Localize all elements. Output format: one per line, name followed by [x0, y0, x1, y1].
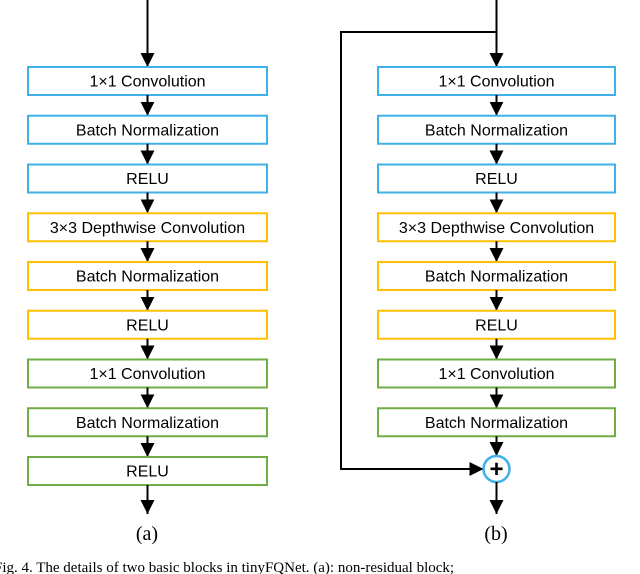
- layer-box: [27, 456, 268, 486]
- layer-label: RELU: [475, 171, 518, 188]
- layer-box: [377, 66, 616, 96]
- layer-label: Batch Normalization: [425, 415, 568, 432]
- layer-box: [377, 407, 616, 438]
- layer-box: [377, 309, 616, 340]
- layer-label: 1×1 Convolution: [438, 366, 554, 383]
- layer-label: RELU: [126, 464, 169, 481]
- layer-block: Batch Normalization: [27, 407, 268, 438]
- layer-label: Batch Normalization: [76, 415, 219, 432]
- layer-box: [377, 358, 616, 389]
- layer-block: Batch Normalization: [377, 407, 616, 438]
- layer-box: [27, 309, 268, 340]
- layer-label: Batch Normalization: [76, 269, 219, 286]
- layer-block: RELU: [27, 456, 268, 486]
- layer-box: [377, 261, 616, 291]
- layer-box: [27, 407, 268, 438]
- layer-label: RELU: [126, 171, 169, 188]
- layer-block: 3×3 Depthwise Convolution: [27, 212, 268, 243]
- layer-block: 1×1 Convolution: [27, 358, 268, 389]
- layer-label: RELU: [126, 317, 169, 334]
- layer-label: Batch Normalization: [76, 122, 219, 139]
- layer-block: 3×3 Depthwise Convolution: [377, 212, 616, 243]
- layer-box: [27, 163, 268, 194]
- layer-box: [27, 114, 268, 145]
- layer-block: 1×1 Convolution: [377, 66, 616, 96]
- layer-label: 1×1 Convolution: [438, 74, 554, 91]
- skip-connection: [340, 31, 497, 476]
- panel-b-label: (b): [484, 523, 507, 545]
- layer-label: 3×3 Depthwise Convolution: [399, 220, 594, 237]
- layer-block: RELU: [27, 163, 268, 194]
- layer-block: RELU: [377, 309, 616, 340]
- layer-block: Batch Normalization: [377, 261, 616, 291]
- panel-a-label: (a): [136, 523, 158, 545]
- layer-box: [27, 358, 268, 389]
- layer-label: Batch Normalization: [425, 122, 568, 139]
- layer-label: 3×3 Depthwise Convolution: [50, 220, 245, 237]
- plus-icon: +: [489, 456, 503, 483]
- layer-block: 1×1 Convolution: [377, 358, 616, 389]
- layer-block: 1×1 Convolution: [27, 66, 268, 96]
- layer-label: 1×1 Convolution: [89, 74, 205, 91]
- figure-caption: Fig. 4. The details of two basic blocks …: [0, 560, 454, 574]
- layer-label: Batch Normalization: [425, 269, 568, 286]
- layer-block: RELU: [377, 163, 616, 194]
- layer-block: Batch Normalization: [27, 261, 268, 291]
- layer-block: RELU: [27, 309, 268, 340]
- layer-label: 1×1 Convolution: [89, 366, 205, 383]
- layer-box: [27, 261, 268, 291]
- layer-label: RELU: [475, 317, 518, 334]
- layer-block: Batch Normalization: [377, 114, 616, 145]
- layer-block: Batch Normalization: [27, 114, 268, 145]
